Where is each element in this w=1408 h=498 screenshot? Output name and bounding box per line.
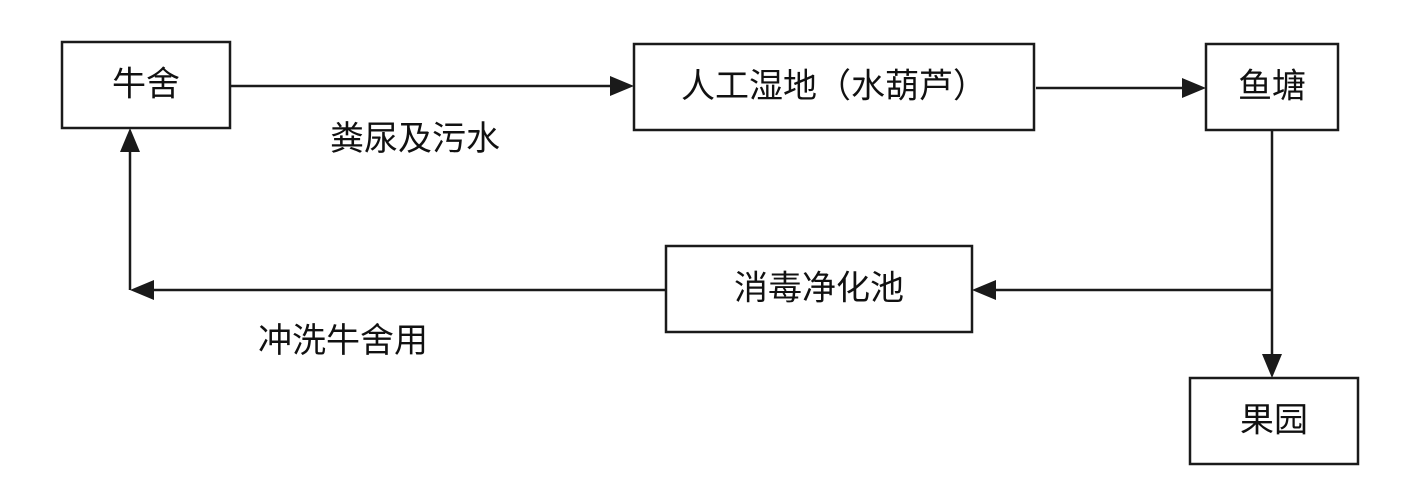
arrowhead-right-icon	[1182, 78, 1206, 98]
node-fishpond-label: 鱼塘	[1238, 67, 1306, 107]
edge-fishpond-to-orchard	[1262, 130, 1282, 378]
node-orchard-box	[1188, 376, 1360, 466]
node-fishpond: 鱼塘	[1204, 42, 1340, 132]
node-cowshed-label: 牛舍	[112, 65, 180, 105]
node-wetland-label: 人工湿地（水葫芦）	[681, 67, 987, 107]
arrowhead-left-icon	[972, 280, 996, 300]
edge-pool-to-cowshed	[120, 128, 666, 300]
node-disinfection-pool-label: 消毒净化池	[734, 269, 904, 309]
edge-cowshed-to-wetland	[230, 76, 634, 96]
node-cowshed-box	[60, 40, 232, 130]
node-cowshed: 牛舍	[60, 40, 232, 130]
node-wetland: 人工湿地（水葫芦）	[632, 42, 1036, 132]
node-orchard: 果园	[1188, 376, 1360, 466]
arrowhead-right-icon	[610, 76, 634, 96]
edge-cowshed-to-wetland-label: 粪尿及污水	[330, 119, 500, 159]
edge-fishpond-to-pool	[972, 280, 1272, 300]
node-wetland-box	[632, 42, 1036, 132]
node-orchard-label: 果园	[1240, 401, 1308, 441]
arrowhead-up-icon	[120, 128, 140, 152]
arrowhead-left-icon	[130, 280, 154, 300]
arrowhead-down-icon	[1262, 354, 1282, 378]
node-disinfection-pool: 消毒净化池	[664, 244, 974, 334]
edge-pool-to-cowshed-label: 冲洗牛舍用	[258, 321, 428, 361]
edge-wetland-to-fishpond	[1036, 78, 1206, 98]
node-disinfection-pool-box	[664, 244, 974, 334]
